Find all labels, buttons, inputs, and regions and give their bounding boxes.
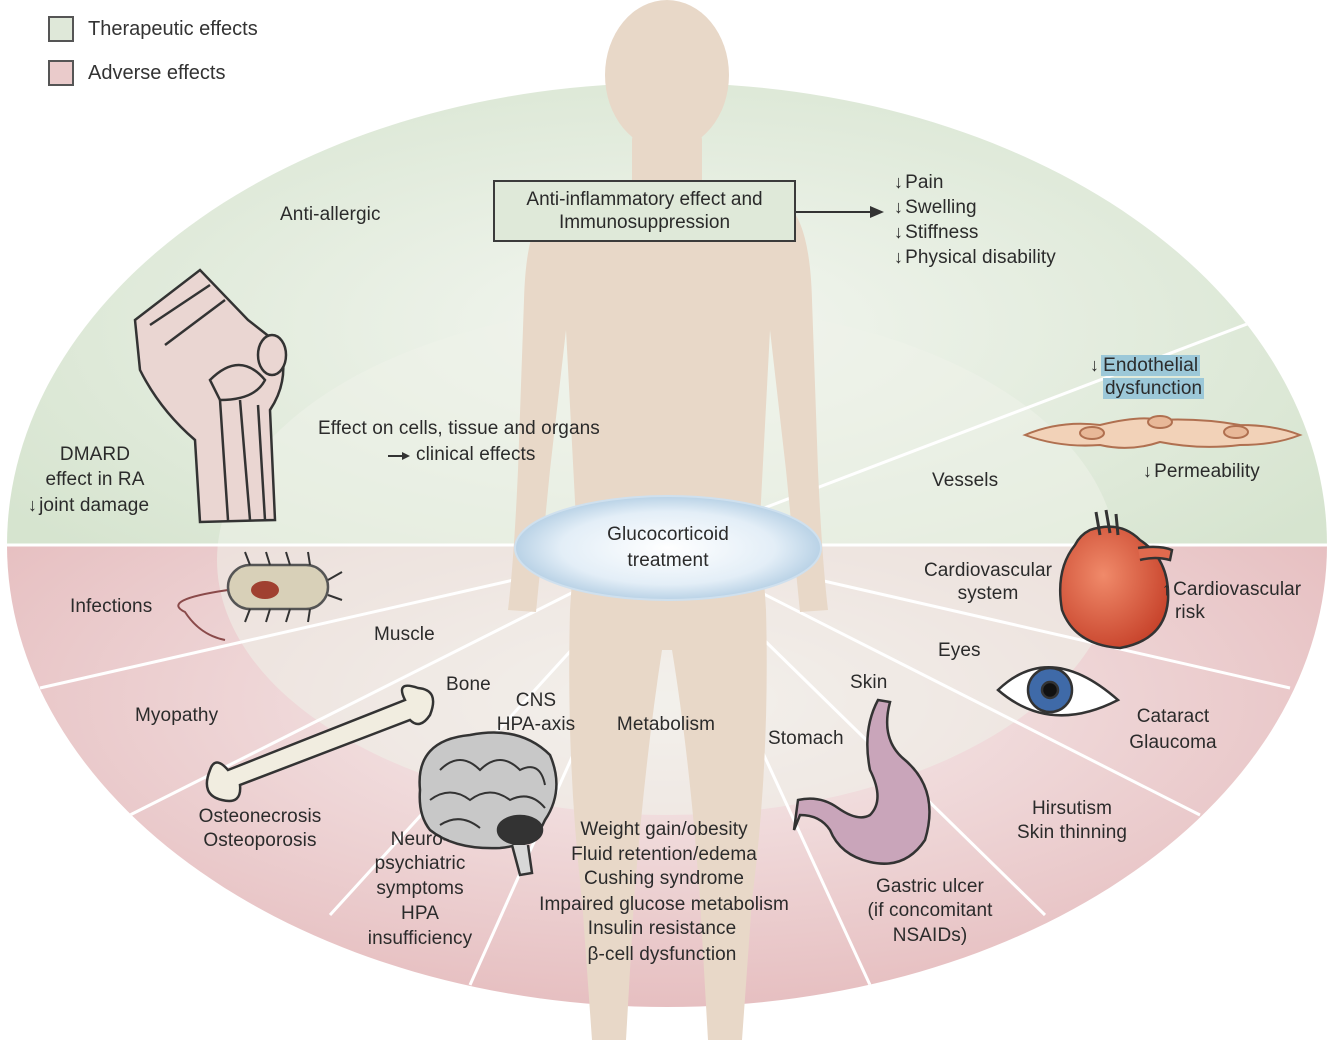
bacterium-illustration — [177, 551, 343, 641]
stomach-illustration — [792, 698, 931, 865]
legend-adverse: Adverse effects — [48, 58, 225, 88]
down-arrow-icon: ↓ — [894, 197, 904, 217]
outcome-swelling: ↓Swelling — [894, 197, 977, 218]
gastric-line-3: NSAIDs) — [892, 925, 968, 946]
eye-illustration — [996, 666, 1121, 717]
skin-effect-2: Skin thinning — [1016, 822, 1128, 843]
endothelial-cells-illustration — [1022, 415, 1303, 449]
down-arrow-icon: ↓ — [1143, 461, 1153, 481]
bone-label: Bone — [446, 674, 491, 695]
treatment-disc — [514, 495, 822, 601]
neuro-line-1: Neuro- — [390, 829, 450, 850]
outcome-pain: ↓Pain — [894, 172, 944, 193]
metabolic-effect-4: Impaired glucose metabolism — [539, 894, 789, 915]
dmard-line-2: effect in RA — [45, 469, 145, 490]
brain-illustration — [418, 731, 558, 877]
gastric-line-2: (if concomitant — [867, 900, 993, 921]
infections-label: Infections — [70, 596, 153, 617]
osteo-line-2: Osteoporosis — [203, 830, 317, 851]
anti-allergic-label: Anti-allergic — [280, 204, 381, 225]
vessels-label: Vessels — [932, 470, 999, 491]
effect-line-2: clinical effects — [416, 444, 536, 465]
eye-effect-1: Cataract — [1136, 706, 1210, 727]
neuro-line-2: psychiatric — [374, 853, 466, 874]
dmard-line-1: DMARD — [59, 444, 131, 465]
down-arrow-icon: ↓ — [28, 495, 38, 515]
skin-label: Skin — [850, 672, 888, 693]
legend-therapeutic: Therapeutic effects — [48, 14, 258, 44]
therapeutic-swatch — [48, 16, 74, 42]
dmard-line-3: ↓joint damage — [28, 495, 150, 516]
treatment-line-1: Glucocorticoid — [607, 524, 729, 545]
myopathy-label: Myopathy — [135, 705, 219, 726]
neuro-line-3: symptoms — [376, 878, 464, 899]
muscle-label: Muscle — [374, 624, 435, 645]
anti-inflammatory-box: Anti-inflammatory effect and Immunosuppr… — [493, 180, 796, 242]
outcome-stiffness: ↓Stiffness — [894, 222, 979, 243]
cv-risk-line-1: ↑Cardiovascular — [1162, 579, 1302, 600]
metabolic-effect-1: Weight gain/obesity — [580, 819, 748, 840]
cv-risk-line-2: risk — [1175, 602, 1205, 623]
metabolism-label: Metabolism — [616, 714, 716, 735]
neuro-line-5: insufficiency — [367, 928, 473, 949]
neuro-line-4: HPA — [401, 903, 439, 924]
cns-line-2: HPA-axis — [496, 714, 576, 735]
metabolic-effect-6: β-cell dysfunction — [587, 944, 737, 965]
cv-system-line-1: Cardiovascular — [923, 560, 1053, 581]
down-arrow-icon: ↓ — [1090, 355, 1100, 375]
adverse-swatch — [48, 60, 74, 86]
heart-illustration — [1058, 509, 1174, 650]
human-body-silhouette — [508, 0, 828, 1040]
endothelial-line-1: ↓Endothelial — [1090, 355, 1201, 376]
eye-effect-2: Glaucoma — [1129, 732, 1217, 753]
knee-joint-illustration — [133, 268, 288, 524]
permeability-label: ↓Permeability — [1143, 461, 1260, 482]
skin-effect-1: Hirsutism — [1031, 798, 1113, 819]
outcome-physical-disability: ↓Physical disability — [894, 247, 1056, 268]
up-arrow-icon: ↑ — [1162, 579, 1172, 599]
endothelial-line-2: dysfunction — [1103, 378, 1205, 399]
down-arrow-icon: ↓ — [894, 247, 904, 267]
cns-line-1: CNS — [515, 690, 557, 711]
clinical-arrow — [388, 452, 410, 460]
cv-system-line-2: system — [957, 583, 1019, 604]
down-arrow-icon: ↓ — [894, 172, 904, 192]
metabolic-effect-5: Insulin resistance — [587, 918, 737, 939]
outcome-arrow — [796, 206, 884, 218]
stomach-label: Stomach — [768, 728, 844, 749]
metabolic-effect-3: Cushing syndrome — [583, 868, 745, 889]
eyes-label: Eyes — [938, 640, 981, 661]
legend-therapeutic-label: Therapeutic effects — [88, 17, 258, 40]
osteo-line-1: Osteonecrosis — [198, 806, 322, 827]
down-arrow-icon: ↓ — [894, 222, 904, 242]
box-line-2: Immunosuppression — [558, 212, 731, 233]
treatment-line-2: treatment — [627, 550, 709, 571]
legend-adverse-label: Adverse effects — [88, 61, 226, 84]
bone-illustration — [205, 684, 435, 803]
gastric-line-1: Gastric ulcer — [876, 876, 984, 897]
metabolic-effect-2: Fluid retention/edema — [571, 844, 757, 865]
effect-line-1: Effect on cells, tissue and organs — [318, 418, 600, 439]
box-line-1: Anti-inflammatory effect and — [526, 189, 763, 210]
